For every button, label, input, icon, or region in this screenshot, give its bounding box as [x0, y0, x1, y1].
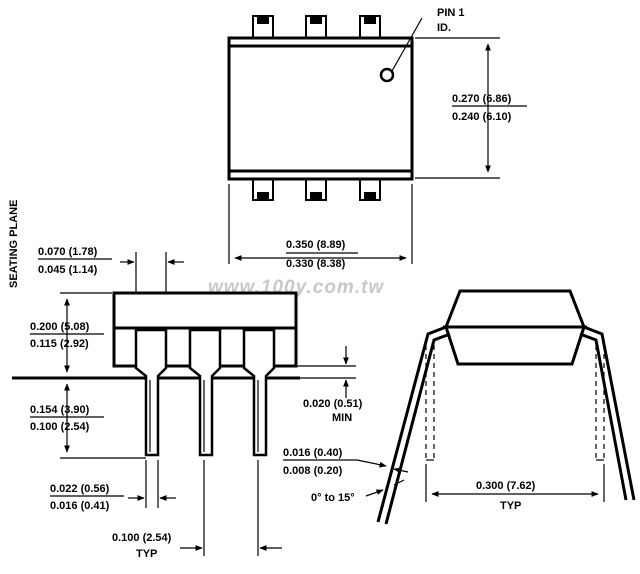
end-lead-left [376, 325, 451, 525]
pin1-label-line1: PIN 1 [437, 7, 465, 19]
end-view: 0.016 (0.40) 0.008 (0.20) 0° to 15° 0.30… [283, 289, 636, 525]
width-min-text: 0.330 (8.38) [286, 258, 346, 270]
side-view: SEATING PLANE 0.070 (1.78) 0.045 (1.14) … [8, 200, 363, 560]
end-lead-right [579, 325, 636, 501]
seating-plane-label: SEATING PLANE [8, 200, 20, 288]
lead-width-min-text: 0.016 (0.41) [50, 500, 110, 512]
package-body-top [227, 36, 414, 181]
lead-length-max-text: 0.154 (3.90) [30, 404, 90, 416]
top-pins [252, 15, 381, 39]
thickness-min-text: 0.008 (0.20) [283, 465, 343, 477]
bottom-pins [252, 177, 381, 201]
top-view: PIN 1 ID. [227, 7, 465, 201]
standoff-text: 0.020 (0.51) [303, 398, 363, 410]
row-spacing-typ-label: TYP [500, 500, 521, 512]
pitch-text: 0.100 (2.54) [112, 532, 172, 544]
lead-length-min-text: 0.100 (2.54) [30, 421, 90, 433]
width-dimension: 0.350 (8.89) 0.330 (8.38) [228, 184, 413, 270]
row-spacing-text: 0.300 (7.62) [476, 480, 536, 492]
shoulder-max-text: 0.070 (1.78) [38, 246, 98, 258]
height-min-text: 0.240 (6.10) [452, 111, 512, 123]
pitch-typ-label: TYP [136, 548, 157, 560]
height-dimension: 0.270 (6.86) 0.240 (6.10) [415, 37, 527, 179]
angle-text: 0° to 15° [311, 492, 355, 504]
lead-width-max-text: 0.022 (0.56) [50, 483, 110, 495]
pin1-label-line2: ID. [437, 22, 451, 34]
standoff-min-label: MIN [332, 412, 352, 424]
body-height-min-text: 0.115 (2.92) [30, 338, 89, 350]
shoulder-min-text: 0.045 (1.14) [38, 264, 98, 276]
height-max-text: 0.270 (6.86) [452, 93, 512, 105]
body-height-max-text: 0.200 (5.08) [30, 321, 90, 333]
pin1-marker [379, 67, 395, 83]
thickness-max-text: 0.016 (0.40) [283, 447, 343, 459]
width-max-text: 0.350 (8.89) [286, 239, 346, 251]
side-leads [134, 328, 276, 457]
